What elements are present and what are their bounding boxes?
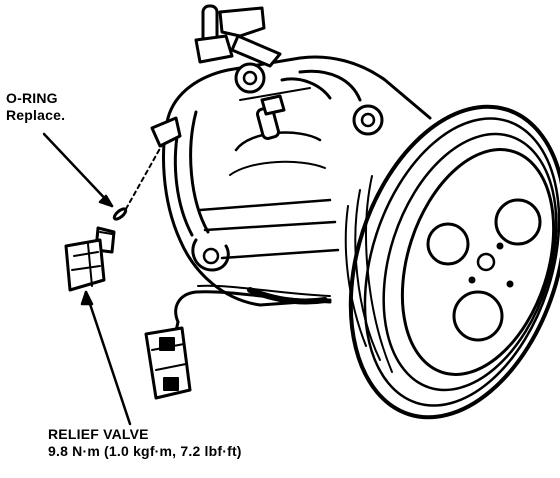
oring-callout: O-RING Replace. [6,90,65,124]
oring-leader-line [42,132,114,208]
oring-note: Replace. [6,107,66,123]
relief-leader-line [84,290,132,426]
relief-valve-part [64,116,182,292]
relief-arrowhead [80,290,94,306]
wire-harness [144,284,332,400]
relief-valve-torque: 9.8 N·m (1.0 kgf·m, 7.2 lbf·ft) [48,443,242,459]
relief-valve-callout: RELIEF VALVE 9.8 N·m (1.0 kgf·m, 7.2 lbf… [48,426,242,460]
pulley-assembly [344,104,560,420]
relief-valve-title: RELIEF VALVE [48,426,149,442]
oring-arrowhead [98,194,114,208]
oring-title: O-RING [6,90,58,106]
leader-arrows [42,132,132,426]
top-mounting [194,4,384,140]
